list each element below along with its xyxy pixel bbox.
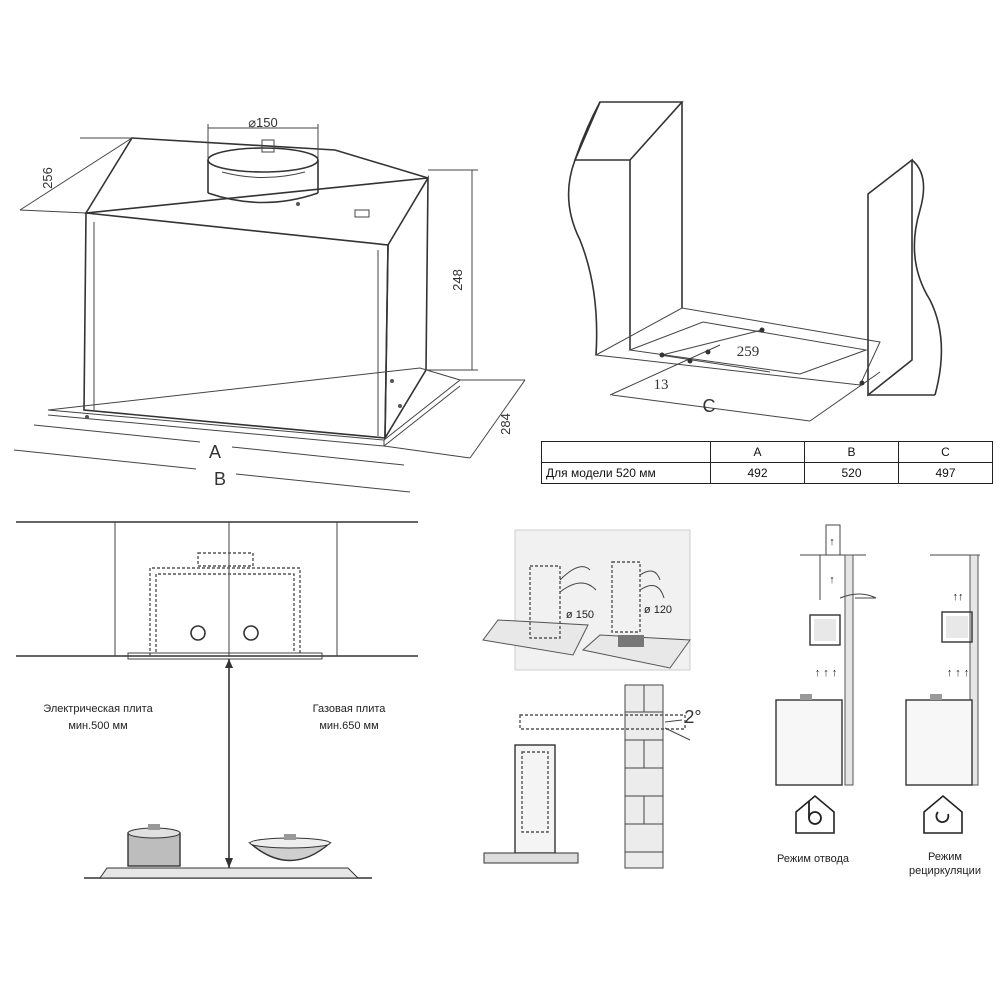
svg-text:↑ ↑ ↑: ↑ ↑ ↑: [947, 667, 970, 679]
dim-depth-bottom-label: 284: [498, 413, 513, 435]
table-cell: 520: [804, 462, 899, 484]
cabinet-cutout-drawing: 259 13 C: [567, 101, 943, 422]
recirculation-mode-icon: [923, 794, 963, 834]
dim-height-label: 248: [450, 269, 465, 291]
dim-a-label: A: [209, 442, 221, 462]
table-header-row: A B C: [541, 441, 993, 463]
recirculation-mode-drawing: ↑↑ ↑ ↑ ↑ Режим рециркуляции: [905, 554, 981, 877]
table-header-cell: A: [710, 441, 805, 463]
dim-13-label: 13: [654, 377, 669, 393]
exhaust-mode-drawing: ↑ ↑ ↑ ↑ ↑ Режим отвода: [775, 524, 877, 865]
gas-stove-label: Газовая плита: [313, 703, 387, 715]
electric-stove-min-label: мин.500 мм: [68, 720, 127, 732]
duct-150-label: ø 150: [566, 609, 594, 621]
dim-c-label: C: [703, 396, 716, 416]
dimension-spec-table: A B C Для модели 520 мм 492 520 497: [541, 441, 993, 484]
table-header-cell: C: [898, 441, 993, 463]
table-header-cell: B: [804, 441, 899, 463]
dim-depth-top-label: 256: [40, 167, 55, 189]
svg-text:↑: ↑: [829, 574, 835, 586]
dim-259-label: 259: [737, 344, 760, 360]
table-row: Для модели 520 мм 492 520 497: [541, 462, 993, 484]
dim-diameter-label: ⌀150: [248, 115, 278, 130]
exhaust-mode-label: Режим отвода: [777, 853, 850, 865]
svg-text:↑↑: ↑↑: [953, 591, 964, 603]
table-cell: Для модели 520 мм: [541, 462, 711, 484]
exhaust-mode-icon: [795, 794, 835, 834]
svg-text:↑: ↑: [829, 536, 835, 548]
svg-text:↑ ↑ ↑: ↑ ↑ ↑: [815, 667, 838, 679]
table-header-cell: [541, 441, 711, 463]
hood-isometric-drawing: ⌀150 256 248 284 A B: [13, 115, 526, 493]
table-cell: 492: [710, 462, 805, 484]
duct-120-label: ø 120: [644, 604, 672, 616]
gas-stove-min-label: мин.650 мм: [319, 720, 378, 732]
dim-b-label: B: [214, 469, 226, 489]
duct-connection-drawing: ø 150 ø 120 2°: [482, 529, 702, 869]
install-height-drawing: Электрическая плита мин.500 мм Газовая п…: [16, 521, 418, 879]
table-cell: 497: [898, 462, 993, 484]
recirc-mode-label-1: Режим: [928, 851, 962, 863]
electric-stove-label: Электрическая плита: [43, 703, 153, 715]
recirc-mode-label-2: рециркуляции: [909, 865, 981, 877]
duct-angle-label: 2°: [684, 707, 701, 727]
